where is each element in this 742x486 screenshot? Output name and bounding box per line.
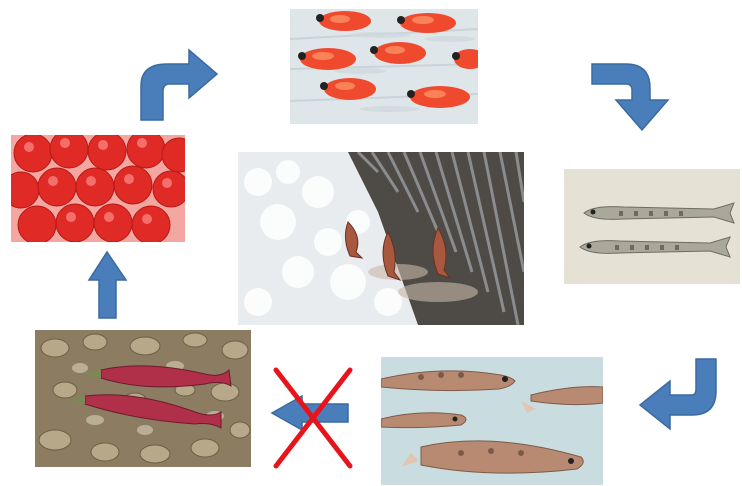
fry-photo <box>564 169 740 284</box>
alevin-photo <box>290 9 478 124</box>
arrow-alevin-to-fry <box>588 60 676 132</box>
arrow-fry-to-smolt <box>636 355 722 431</box>
arrow-spawners-to-eggs <box>87 250 128 320</box>
blocked-x-icon <box>270 366 356 470</box>
arrow-eggs-to-alevin <box>133 48 221 124</box>
smolt-photo <box>381 357 603 485</box>
eggs-photo <box>11 135 185 242</box>
fish-weir-photo <box>238 152 524 325</box>
spawning-salmon-photo <box>35 330 251 467</box>
